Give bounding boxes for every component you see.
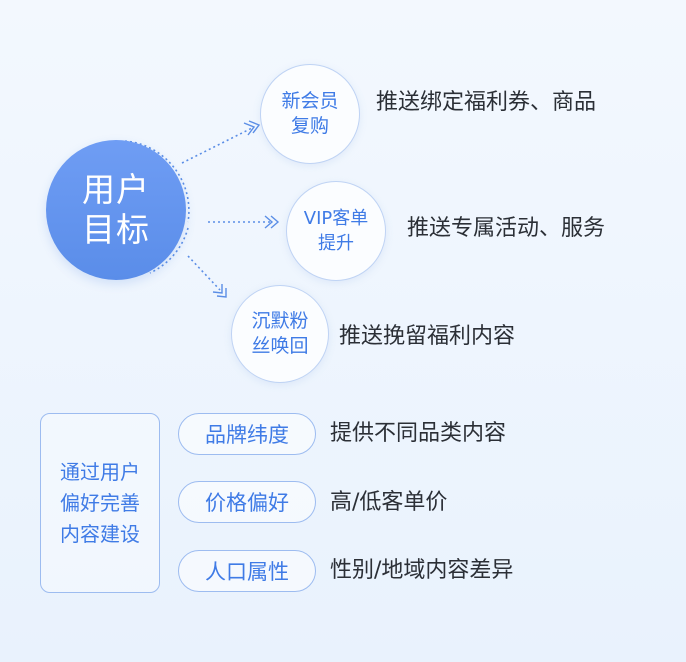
pill-demographics: 人口属性 xyxy=(178,550,316,592)
hub-label-line-2: 目标 xyxy=(82,210,150,249)
user-goal-hub: 用户 目标 xyxy=(46,140,186,280)
strategy-line: 内容建设 xyxy=(60,521,140,546)
hub-label: 用户 目标 xyxy=(82,170,150,250)
connector-to-vip xyxy=(208,215,280,229)
node-label-line-2: 复购 xyxy=(290,115,329,137)
chevron-arrow-icon xyxy=(212,284,227,298)
node-new-member-repurchase: 新会员 复购 xyxy=(260,64,360,164)
pill-brand-dimension: 品牌纬度 xyxy=(178,413,316,455)
chevron-arrow-icon xyxy=(264,215,280,229)
branch-description: 推送专属活动、服务 xyxy=(407,216,606,241)
hub-label-line-1: 用户 xyxy=(82,170,150,209)
branch-description: 推送绑定福利券、商品 xyxy=(376,90,597,115)
node-label-line-1: 沉默粉 xyxy=(251,310,309,332)
node-label-line-1: VIP客单 xyxy=(303,208,369,229)
node-label-line-2: 提升 xyxy=(318,233,354,254)
strategy-line: 偏好完善 xyxy=(60,490,140,515)
pill-price-preference: 价格偏好 xyxy=(178,481,316,523)
node-label-line-1: 新会员 xyxy=(281,90,339,112)
node-label-line-2: 丝唤回 xyxy=(251,335,309,357)
pill-description: 提供不同品类内容 xyxy=(330,421,507,446)
strategy-line: 通过用户 xyxy=(60,459,140,484)
branch-description: 推送挽留福利内容 xyxy=(339,324,516,349)
node-vip-order-boost: VIP客单 提升 xyxy=(286,181,386,281)
pill-description: 性别/地域内容差异 xyxy=(330,558,514,583)
node-dormant-fan-recall: 沉默粉 丝唤回 xyxy=(231,285,329,383)
chevron-arrow-icon xyxy=(243,120,261,136)
connector-to-dormant xyxy=(187,255,227,298)
pill-description: 高/低客单价 xyxy=(330,490,448,515)
connector-to-new-member xyxy=(181,120,261,164)
strategy-box: 通过用户 偏好完善 内容建设 xyxy=(40,413,160,593)
